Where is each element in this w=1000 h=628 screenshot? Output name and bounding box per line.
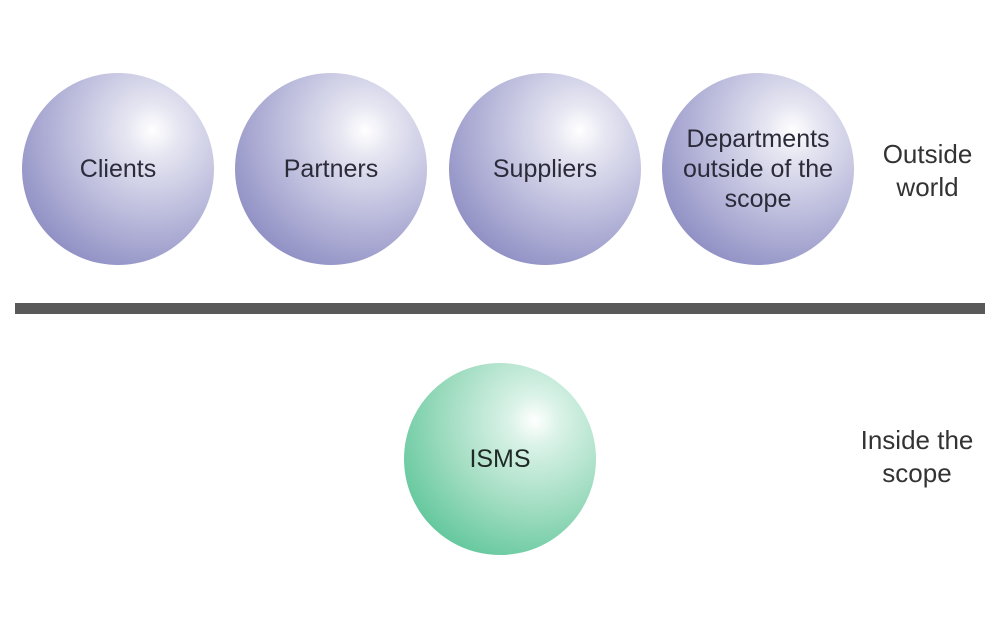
- outside-world-label: Outside world: [882, 139, 973, 202]
- scope-divider: [15, 303, 985, 314]
- sphere-clients: Clients: [22, 73, 214, 265]
- sphere-label: ISMS: [469, 445, 531, 473]
- sphere-isms: ISMS: [404, 363, 596, 555]
- sphere-label: Departments outside of the scope: [682, 125, 834, 213]
- sphere-label: Suppliers: [492, 155, 598, 183]
- sphere-suppliers: Suppliers: [449, 73, 641, 265]
- sphere-label: Clients: [79, 155, 157, 183]
- inside-scope-label: Inside the scope: [860, 425, 974, 488]
- sphere-partners: Partners: [235, 73, 427, 265]
- sphere-departments-outside-scope: Departments outside of the scope: [662, 73, 854, 265]
- sphere-label: Partners: [283, 155, 379, 183]
